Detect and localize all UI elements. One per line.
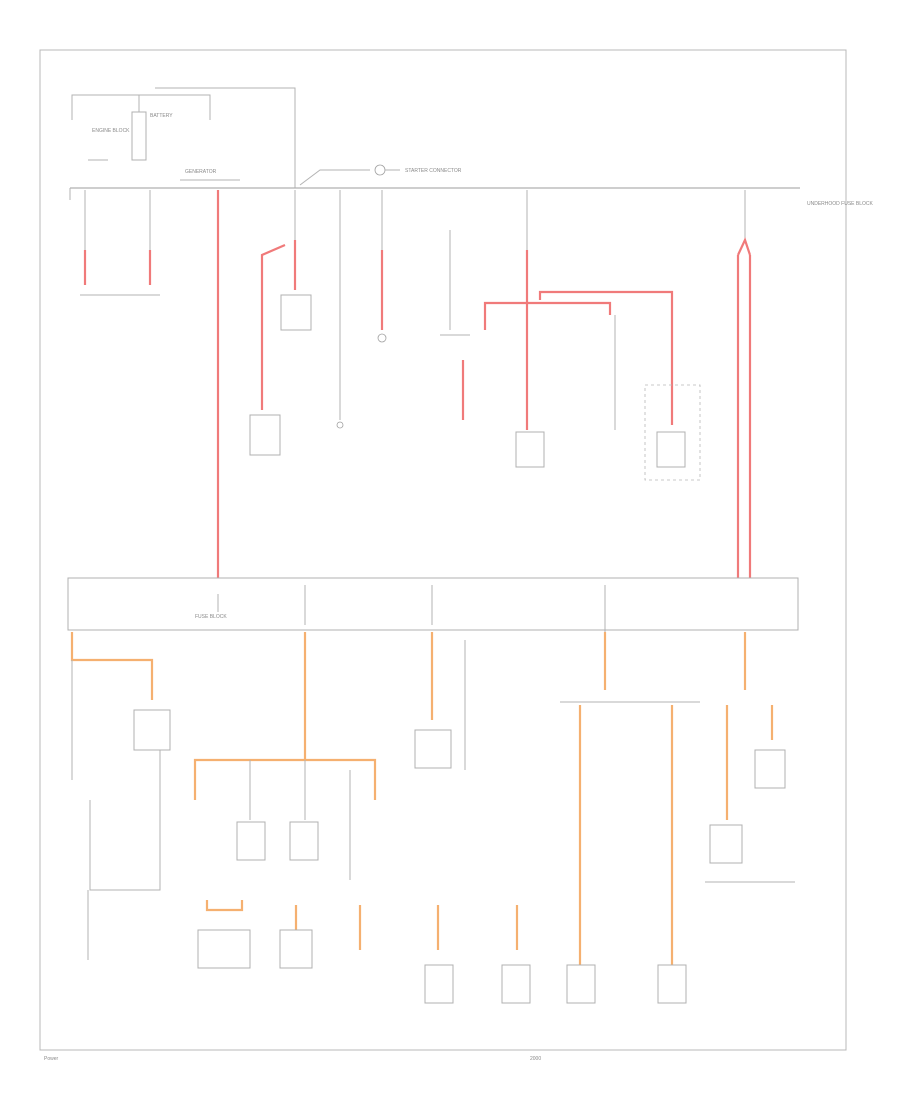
upper-circuits: [80, 190, 752, 595]
generator-label: GENERATOR: [185, 169, 217, 175]
diagram-frame: [39, 49, 847, 1051]
fuse-block-label: FUSE BLOCK: [195, 614, 227, 620]
footer-left: Power: [44, 1056, 59, 1062]
battery-label: BATTERY: [150, 113, 173, 119]
footer-center: 2000: [530, 1056, 541, 1062]
engine-block-label: ENGINE BLOCK: [92, 128, 130, 134]
battery-area: ENGINE BLOCK BATTERY GENERATOR STARTER C…: [71, 87, 462, 188]
underhood-fuse-block: UNDERHOOD FUSE BLOCK: [69, 187, 874, 207]
starter-connector-label: STARTER CONNECTOR: [405, 168, 462, 174]
fuse-block: FUSE BLOCK: [67, 577, 799, 631]
underhood-fuse-label: UNDERHOOD FUSE BLOCK: [807, 201, 874, 207]
lower-circuits: [70, 585, 795, 1004]
